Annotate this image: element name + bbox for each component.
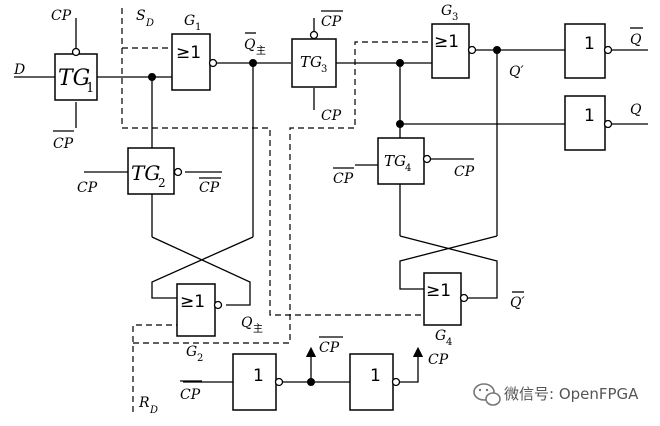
g2-symbol: ≥1 <box>180 292 205 312</box>
wechat-icon <box>473 383 501 406</box>
qbar-inverter-symbol: 1 <box>584 34 595 54</box>
tg4-label: TG <box>384 152 406 170</box>
clock-inverter-1: 1 <box>232 353 284 411</box>
clock-cpbar-label: CP <box>319 340 340 356</box>
cross-d-wire <box>399 235 498 290</box>
clock-cp-label: CP <box>428 352 449 368</box>
junction-dots <box>148 46 501 386</box>
g4-label: G <box>435 328 446 344</box>
d-label: D <box>13 62 25 78</box>
tg1-sub: 1 <box>86 81 94 96</box>
tg3-cp-label: CP <box>321 108 342 124</box>
tg2-sub: 2 <box>158 176 166 190</box>
signal-labels: D CP CP S D G 1 Q 主 CP CP G 3 Q′ Q Q CP … <box>13 3 643 416</box>
qmaster-bottom-sub: 主 <box>253 323 263 335</box>
g3-sub: 3 <box>452 12 458 23</box>
tg2-label: TG <box>131 161 160 185</box>
qbar-inverter: 1 <box>564 23 613 79</box>
tg3-sub: 3 <box>321 64 327 75</box>
tg2-cpbar-label: CP <box>199 180 220 196</box>
tg4-cp-label: CP <box>454 164 475 180</box>
clock-inverter-2: 1 <box>349 353 401 411</box>
g2-sub: 2 <box>197 353 203 364</box>
g1-label: G <box>184 13 195 29</box>
g1-sub: 1 <box>195 22 201 33</box>
g1-symbol: ≥1 <box>176 43 201 63</box>
g3-symbol: ≥1 <box>434 32 459 52</box>
tg2-cp-label: CP <box>77 180 98 196</box>
rd-label: R <box>138 395 150 411</box>
g3-label: G <box>441 3 452 19</box>
sd-label: S <box>136 8 146 24</box>
rd-dashed-branch <box>133 41 432 344</box>
clock-inverter-1-symbol: 1 <box>253 366 264 386</box>
tg3-label: TG <box>300 53 322 71</box>
q-inverter: 1 <box>564 95 613 151</box>
g2-nor-gate: ≥1 <box>176 283 223 337</box>
g1-nor-gate: ≥1 <box>171 33 218 91</box>
tg1-cp-label: CP <box>51 8 72 24</box>
qmaster-bottom-label: Q <box>241 315 253 331</box>
g3-nor-gate: ≥1 <box>431 23 477 79</box>
tg2-gate: TG 2 <box>127 147 183 195</box>
g4-sub: 4 <box>446 337 452 348</box>
qmaster-top-label: Q <box>244 37 256 53</box>
tg4-cpbar-label: CP <box>333 171 354 187</box>
g4-symbol: ≥1 <box>426 281 451 301</box>
tg1-gate: TG 1 <box>54 47 98 101</box>
tg4-sub: 4 <box>405 163 411 174</box>
watermark: 微信号: OpenFPGA <box>473 383 639 406</box>
clock-in-label: CP <box>180 387 201 403</box>
q-inverter-symbol: 1 <box>584 106 595 126</box>
rd-sub: D <box>149 405 158 416</box>
g4-nor-gate: ≥1 <box>423 272 469 326</box>
q-label: Q <box>630 102 642 118</box>
tg4-gate: TG 4 <box>377 137 432 185</box>
tg1-cpbar-label: CP <box>53 136 74 152</box>
qprime-top-label: Q′ <box>509 64 524 80</box>
wires <box>14 18 648 383</box>
clock-inverter-2-symbol: 1 <box>370 366 381 386</box>
tg1-label: TG <box>58 66 90 91</box>
set-reset-dashed-lines <box>121 8 432 412</box>
qbar-label: Q <box>630 32 642 48</box>
g2-label: G <box>186 344 197 360</box>
qprime-bottom-label: Q′ <box>510 295 525 311</box>
cp-up-wire <box>400 346 424 383</box>
watermark-text: 微信号: OpenFPGA <box>504 385 639 403</box>
tg3-cpbar-label: CP <box>321 14 342 30</box>
qmaster-top-sub: 主 <box>256 45 266 57</box>
cross-b-wire <box>151 236 254 299</box>
sd-sub: D <box>145 18 154 29</box>
tg3-gate: TG 3 <box>291 30 337 88</box>
